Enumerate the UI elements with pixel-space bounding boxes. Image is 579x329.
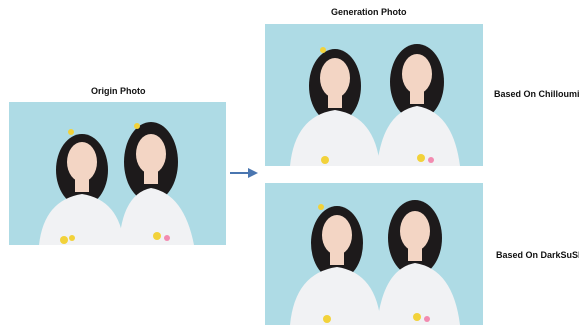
origin-photo (9, 102, 226, 245)
arrow-right-icon (229, 166, 259, 180)
origin-title: Origin Photo (91, 86, 146, 96)
result-label-chilloumix: Based On Chilloumix (494, 89, 579, 99)
result-label-darksushi: Based On DarkSuShi (496, 250, 579, 260)
generation-title: Generation Photo (331, 7, 407, 17)
generated-photo-chilloumix (265, 24, 483, 166)
generated-photo-darksushi (265, 183, 483, 325)
